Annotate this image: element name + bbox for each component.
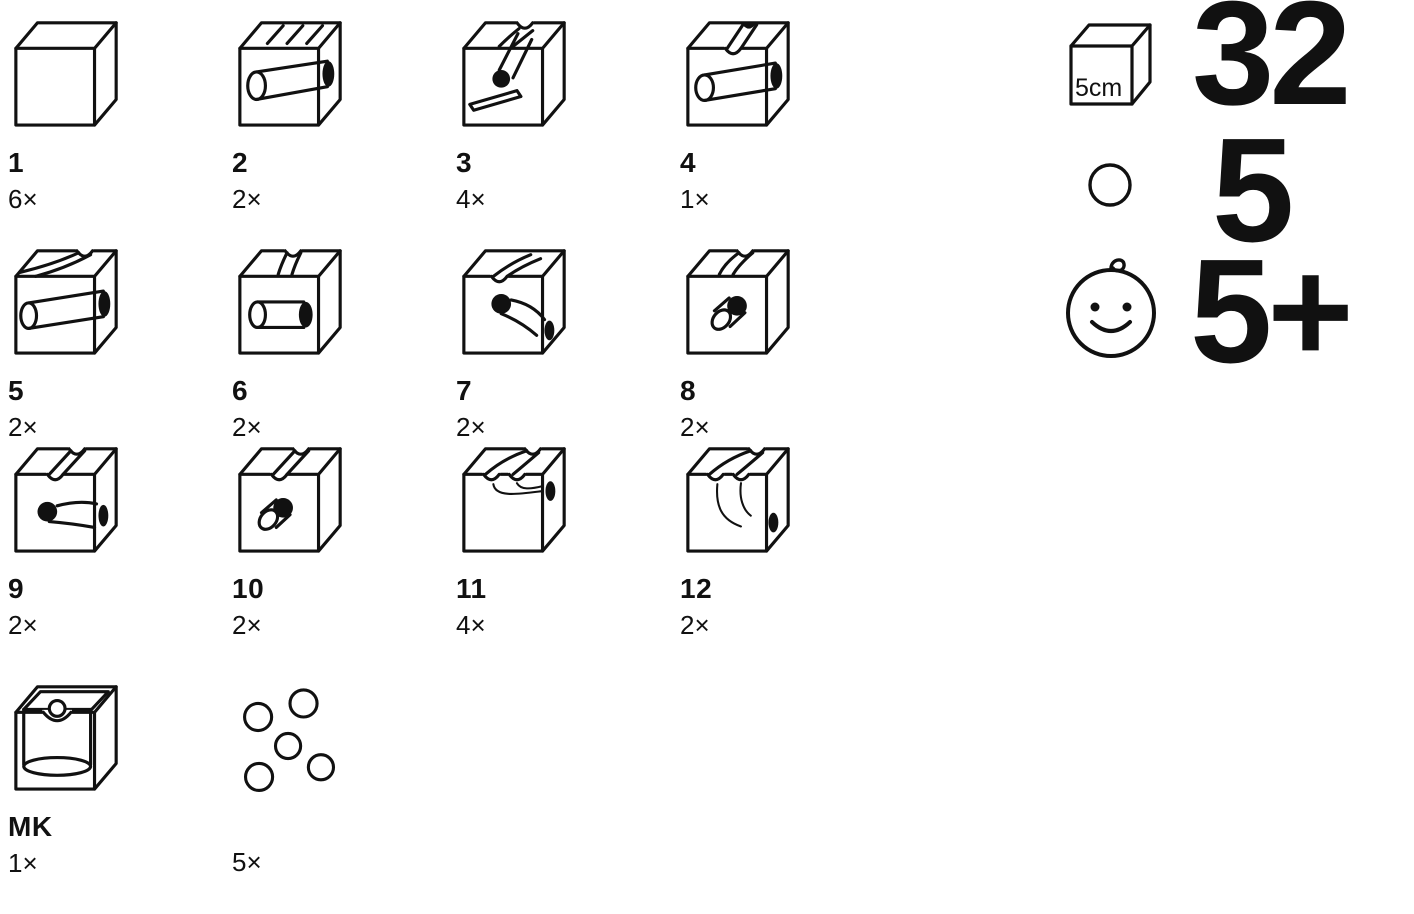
part-count: 2× <box>456 412 486 442</box>
part-number: 4 <box>680 147 697 178</box>
part-count: 2× <box>680 412 710 442</box>
part-item-10: 10 2× <box>232 434 422 641</box>
part-item-6: 6 2× <box>232 236 422 443</box>
marble-count: 5 <box>1212 108 1294 273</box>
baby-face-icon <box>1066 258 1156 358</box>
cube-center-groove-tunnel-icon <box>232 236 350 358</box>
part-item-7: 7 2× <box>456 236 646 443</box>
part-number: 12 <box>680 573 713 604</box>
part-number: 11 <box>456 573 487 604</box>
part-number: 7 <box>456 375 473 406</box>
part-item-mk: MK 1× <box>8 672 198 879</box>
part-count: 1× <box>680 184 710 214</box>
part-item-11: 11 4× <box>456 434 646 641</box>
part-number: 8 <box>680 375 697 406</box>
cube-curve-hole-icon <box>680 236 798 358</box>
part-number: 3 <box>456 147 473 178</box>
cube-straight-tunnel-icon <box>232 8 350 130</box>
marble-icon <box>1088 163 1132 207</box>
cube-size-label: 5cm <box>1075 74 1122 102</box>
part-item-5: 5 2× <box>8 236 198 443</box>
cube-groove-and-tunnel-icon <box>680 8 798 130</box>
part-count: 2× <box>8 610 38 640</box>
part-count: 2× <box>680 610 710 640</box>
cube-size-icon: 5cm <box>1069 23 1152 106</box>
age-rating: 5+ <box>1190 229 1354 394</box>
part-item-9: 9 2× <box>8 434 198 641</box>
part-number: 5 <box>8 375 25 406</box>
cube-count: 32 <box>1192 0 1352 136</box>
part-count: 4× <box>456 184 486 214</box>
cube-curve-ball-ramp-icon <box>456 8 574 130</box>
marbles-icon <box>232 688 348 804</box>
part-count: 2× <box>8 412 38 442</box>
cube-plain-icon <box>8 8 126 130</box>
part-count: 6× <box>8 184 38 214</box>
part-item-8: 8 2× <box>680 236 870 443</box>
part-item-3: 3 4× <box>456 8 646 215</box>
cube-double-groove-drop-icon <box>680 434 798 556</box>
part-number: MK <box>8 811 53 842</box>
part-item-2: 2 2× <box>232 8 422 215</box>
part-number: 6 <box>232 375 249 406</box>
part-number: 9 <box>8 573 25 604</box>
part-count: 2× <box>232 184 262 214</box>
cube-groove-hole-icon <box>232 434 350 556</box>
part-item-4: 4 1× <box>680 8 870 215</box>
part-number: 10 <box>232 573 265 604</box>
part-count: 1× <box>8 848 38 878</box>
part-count: 4× <box>456 610 486 640</box>
cube-groove-ball-curve-icon <box>8 434 126 556</box>
part-number: 1 <box>8 147 25 178</box>
marbles-count: 5× <box>232 847 262 877</box>
part-count: 2× <box>232 610 262 640</box>
cube-double-groove-curve-icon <box>456 434 574 556</box>
part-item-12: 12 2× <box>680 434 870 641</box>
part-item-1: 1 6× <box>8 8 198 215</box>
part-count: 2× <box>232 412 262 442</box>
cube-curve-drop-tunnel-icon <box>456 236 574 358</box>
marbles-item: 5× <box>232 672 422 878</box>
part-number: 2 <box>232 147 249 178</box>
cube-catch-box-icon <box>8 672 126 794</box>
cube-curve-groove-tunnel-icon <box>8 236 126 358</box>
